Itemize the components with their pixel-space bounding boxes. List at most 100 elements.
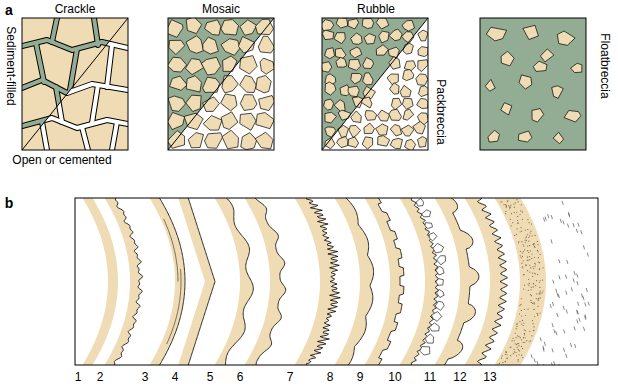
clast-fragment	[168, 113, 185, 130]
open-space	[322, 18, 428, 150]
clast-fragment	[552, 86, 564, 99]
clast-fragment	[523, 25, 539, 39]
stipple-dot	[522, 256, 523, 257]
fragment-group	[168, 18, 274, 150]
clast-fragment	[364, 34, 376, 45]
stipple-dot	[533, 330, 534, 331]
breccia-fragment	[429, 233, 437, 241]
stipple-dot	[538, 257, 539, 258]
stylolite-seam	[112, 198, 143, 365]
clast-fragment	[336, 18, 348, 28]
stipple-dot	[529, 235, 530, 236]
clast-fragment	[418, 47, 428, 57]
vein-outline	[52, 18, 57, 42]
clast-fragment	[533, 61, 547, 71]
callout-number: 13	[483, 370, 496, 384]
cleavage-dash	[564, 330, 565, 334]
stylolite-band	[80, 198, 118, 365]
stipple-dot	[524, 333, 525, 334]
sediment-vein	[112, 122, 117, 150]
cleavage-dash	[577, 274, 578, 278]
stipple-dot	[528, 283, 529, 284]
stipple-dot	[512, 338, 513, 339]
open-vein	[94, 18, 98, 45]
clast-fragment	[170, 76, 188, 90]
stipple-dot	[507, 200, 508, 201]
stipple-dot	[529, 331, 530, 332]
stipple-dot	[521, 257, 522, 258]
stipple-dot	[505, 204, 506, 205]
clast-fragment	[203, 77, 220, 92]
cleavage-dash	[585, 302, 586, 306]
stipple-dot	[537, 241, 538, 242]
stipple-dot	[508, 205, 509, 206]
cleavage-dash	[559, 275, 560, 279]
clast-fragment	[322, 20, 334, 31]
sediment-vein	[42, 122, 47, 150]
stipple-dot	[542, 279, 543, 280]
category-label: Crackle	[55, 2, 96, 16]
cleavage-dash	[543, 348, 544, 352]
clast-fragment	[203, 37, 219, 54]
square-frame	[168, 18, 274, 150]
clast-fragment	[186, 59, 204, 75]
cleavage-dash	[552, 323, 553, 327]
fragment-group	[485, 25, 582, 143]
cleavage-dash	[563, 306, 564, 310]
stipple-dot	[506, 352, 507, 353]
clast-fragment	[364, 123, 375, 134]
open-vein	[107, 45, 112, 87]
stipple-dot	[506, 352, 507, 353]
cleavage-dash	[576, 229, 577, 233]
stipple-dot	[519, 305, 520, 306]
cleavage-dash	[565, 275, 566, 279]
stipple-dot	[530, 300, 531, 301]
stipple-dot	[501, 201, 502, 202]
stipple-dot	[537, 251, 538, 252]
cleavage-dash	[586, 288, 587, 292]
cleavage-dash	[571, 287, 572, 291]
stipple-dot	[529, 256, 530, 257]
cleavage-dash	[566, 309, 567, 313]
callout-number: 1	[75, 370, 82, 384]
stipple-dot	[516, 326, 517, 327]
clast-fragment	[186, 95, 201, 111]
stipple-dot	[525, 237, 526, 238]
clast-fragment	[389, 57, 400, 69]
clast-fragment	[349, 126, 361, 138]
cleavage-dash	[577, 310, 578, 314]
stipple-dot	[518, 222, 519, 223]
stipple-dot	[539, 294, 540, 295]
breccia-fragment	[436, 279, 444, 286]
stipple-dot	[530, 294, 531, 295]
stipple-dot	[516, 355, 517, 356]
stipple-dot	[523, 337, 524, 338]
vein-outline	[94, 18, 98, 45]
stipple-dot	[520, 227, 521, 228]
cleavage-dash	[554, 329, 555, 333]
stipple-dot	[530, 289, 531, 290]
stipple-dot	[523, 245, 524, 246]
clast-fragment	[338, 125, 349, 137]
stipple-dot	[525, 265, 526, 266]
sediment-vein	[36, 43, 44, 82]
cleavage-dash	[554, 361, 555, 365]
stipple-dot	[501, 357, 502, 358]
stipple-dot	[538, 300, 539, 301]
cleavage-dash	[578, 302, 579, 306]
stipple-dot	[531, 258, 532, 259]
clast-fragment	[325, 82, 336, 95]
cleavage-dash	[577, 281, 578, 285]
stipple-dot	[517, 216, 518, 217]
callout-number: 12	[453, 370, 466, 384]
stipple-dot	[506, 207, 507, 208]
breccia-fragment	[433, 243, 444, 253]
clast-fragment	[501, 51, 514, 66]
clast-fragment	[418, 60, 428, 72]
stipple-dot	[511, 340, 512, 341]
cleavage-dash	[551, 239, 552, 243]
cleavage-dash	[566, 354, 567, 358]
stipple-dot	[519, 350, 520, 351]
clast-fragment	[168, 20, 183, 38]
